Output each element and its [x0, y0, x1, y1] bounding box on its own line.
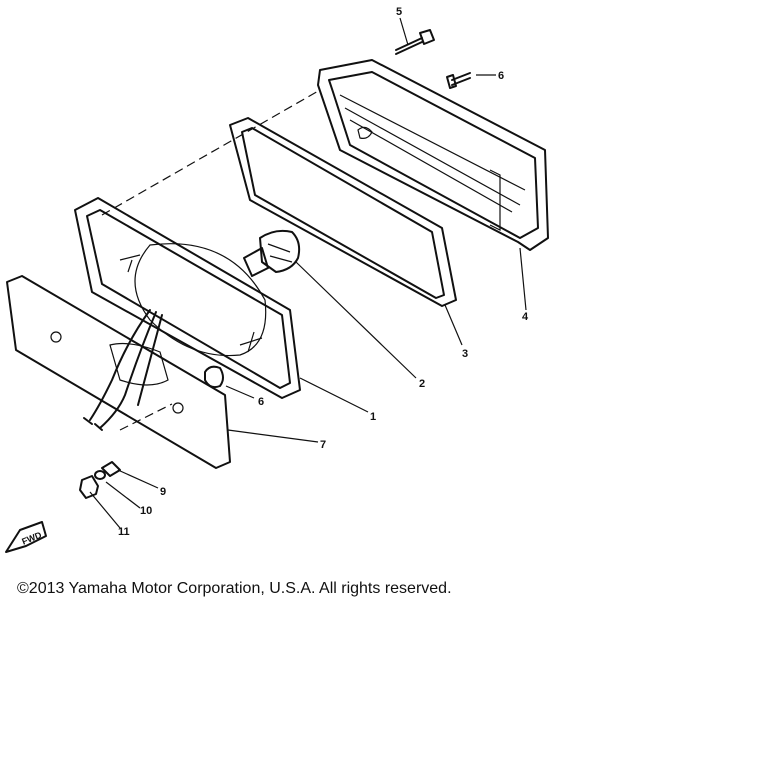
assembly-lines: [101, 89, 321, 431]
screw-part-5: [395, 29, 435, 55]
label-part-6-upper: 6: [498, 70, 504, 82]
label-part-9: 9: [160, 486, 166, 498]
wiring-harness: [83, 309, 163, 431]
washer-parts: [94, 461, 121, 480]
label-part-11: 11: [118, 526, 130, 538]
copyright-notice: ©2013 Yamaha Motor Corporation, U.S.A. A…: [17, 580, 452, 597]
label-part-5: 5: [396, 6, 402, 18]
grommet-part: [204, 365, 224, 389]
label-part-10: 10: [140, 505, 152, 517]
label-part-7: 7: [320, 439, 326, 451]
gasket-part: [229, 117, 457, 307]
lamp-base-part: [74, 197, 301, 399]
screw-part-6-upper: [446, 72, 471, 89]
label-part-2: 2: [419, 378, 425, 390]
label-part-4: 4: [522, 311, 529, 323]
nut-part: [79, 475, 99, 499]
bulb-part: [243, 229, 301, 277]
forward-arrow-icon: FWD: [5, 521, 47, 553]
label-part-3: 3: [462, 348, 468, 360]
label-part-1: 1: [370, 411, 376, 423]
leader-lines: [89, 17, 527, 529]
bracket-plate-part: [6, 275, 231, 469]
part-number-labels: 5 6 4 3 2 1 6 7 9 10 11: [118, 6, 529, 538]
lens-housing-part: [317, 59, 549, 251]
label-part-6-lower: 6: [258, 396, 264, 408]
